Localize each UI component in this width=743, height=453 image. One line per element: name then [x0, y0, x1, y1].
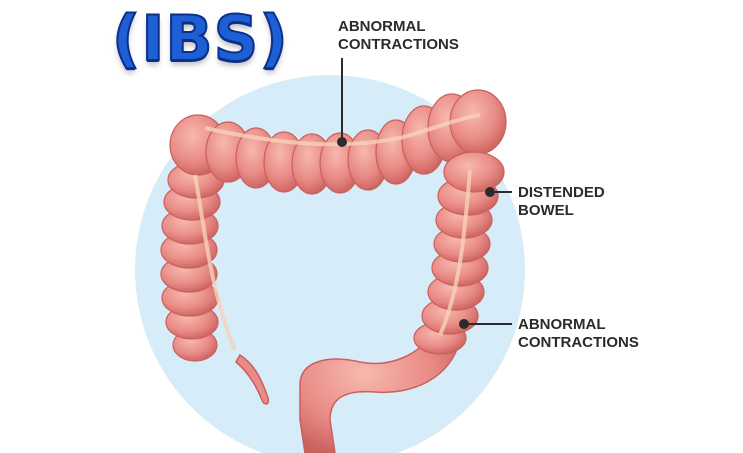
callout-abnormal-contractions-top: ABNORMAL CONTRACTIONS: [338, 18, 459, 54]
callout-dot-distended: [485, 187, 495, 197]
callout-text: CONTRACTIONS: [338, 36, 459, 53]
callout-dot-side: [459, 319, 469, 329]
ascending-colon: [160, 161, 225, 362]
callout-text: CONTRACTIONS: [518, 334, 639, 351]
callout-text: DISTENDED: [518, 184, 605, 201]
taenia-band-top: [204, 113, 481, 147]
appendix: [235, 353, 270, 405]
taenia-band-right: [438, 169, 472, 336]
callout-text: BOWEL: [518, 202, 574, 219]
callout-text: ABNORMAL: [518, 316, 606, 333]
callout-text: ABNORMAL: [338, 18, 426, 35]
callout-dot-top: [337, 137, 347, 147]
callout-abnormal-contractions-side: ABNORMAL CONTRACTIONS: [518, 316, 639, 352]
haustra-segment: [443, 151, 505, 193]
ibs-title: (IBS): [111, 1, 289, 76]
callout-distended-bowel: DISTENDED BOWEL: [518, 184, 605, 220]
descending-colon: [413, 151, 505, 355]
taenia-band-left: [193, 174, 237, 351]
